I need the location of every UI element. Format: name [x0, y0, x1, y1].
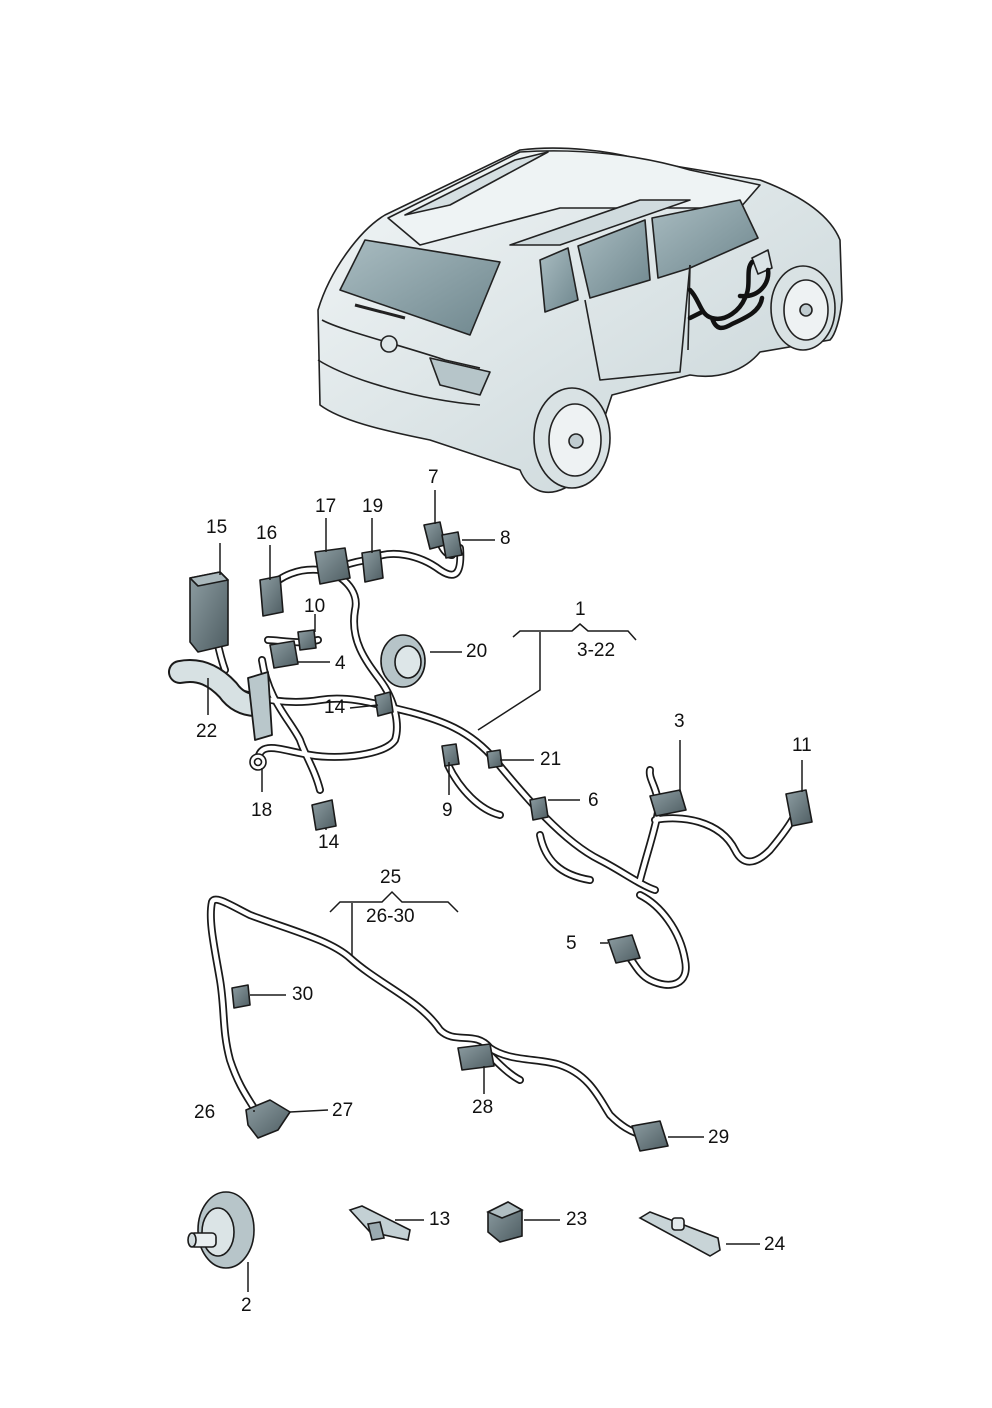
- callout-20: 20: [466, 641, 488, 662]
- leader-lines: [207, 490, 803, 1292]
- callout-18: 18: [251, 800, 273, 821]
- callout-15: 15: [206, 517, 228, 538]
- callout-9: 9: [442, 800, 453, 821]
- callout-30: 30: [292, 984, 314, 1005]
- callout-21: 21: [540, 749, 562, 770]
- callout-2: 2: [241, 1295, 252, 1316]
- callout-24: 24: [764, 1234, 786, 1255]
- callout-16: 16: [256, 523, 278, 544]
- second-harness-connectors: [231, 984, 669, 1152]
- callout-8: 8: [500, 528, 511, 549]
- callout-7: 7: [428, 467, 439, 488]
- callout-23: 23: [566, 1209, 588, 1230]
- callout-4: 4: [335, 653, 346, 674]
- bracket-part: [638, 1211, 721, 1257]
- callout-19: 19: [362, 496, 384, 517]
- callout-5: 5: [566, 933, 577, 954]
- callout-26: 26: [194, 1102, 216, 1123]
- callout-range-26-30: 26-30: [366, 906, 415, 927]
- callout-3: 3: [674, 711, 685, 732]
- callout-14-lower: 14: [318, 832, 340, 853]
- second-wiring-harness: [206, 895, 649, 1140]
- harness-connectors: [189, 521, 813, 964]
- callout-29: 29: [708, 1127, 730, 1148]
- callout-6: 6: [588, 790, 599, 811]
- callout-10: 10: [304, 596, 326, 617]
- callout-1: 1: [575, 599, 586, 620]
- holder-part: [486, 1201, 524, 1243]
- cable-clip-part: [348, 1205, 411, 1241]
- grommet-part: [187, 1191, 255, 1269]
- vehicle-illustration: [317, 147, 843, 494]
- callout-22: 22: [196, 721, 218, 742]
- callout-range-3-22: 3-22: [577, 640, 616, 661]
- callout-11: 11: [792, 735, 812, 756]
- callout-17: 17: [315, 496, 337, 517]
- callout-25: 25: [380, 867, 402, 888]
- callout-13: 13: [429, 1209, 451, 1230]
- callout-14-upper: 14: [324, 697, 346, 718]
- callout-27: 27: [332, 1100, 354, 1121]
- callout-28: 28: [472, 1097, 494, 1118]
